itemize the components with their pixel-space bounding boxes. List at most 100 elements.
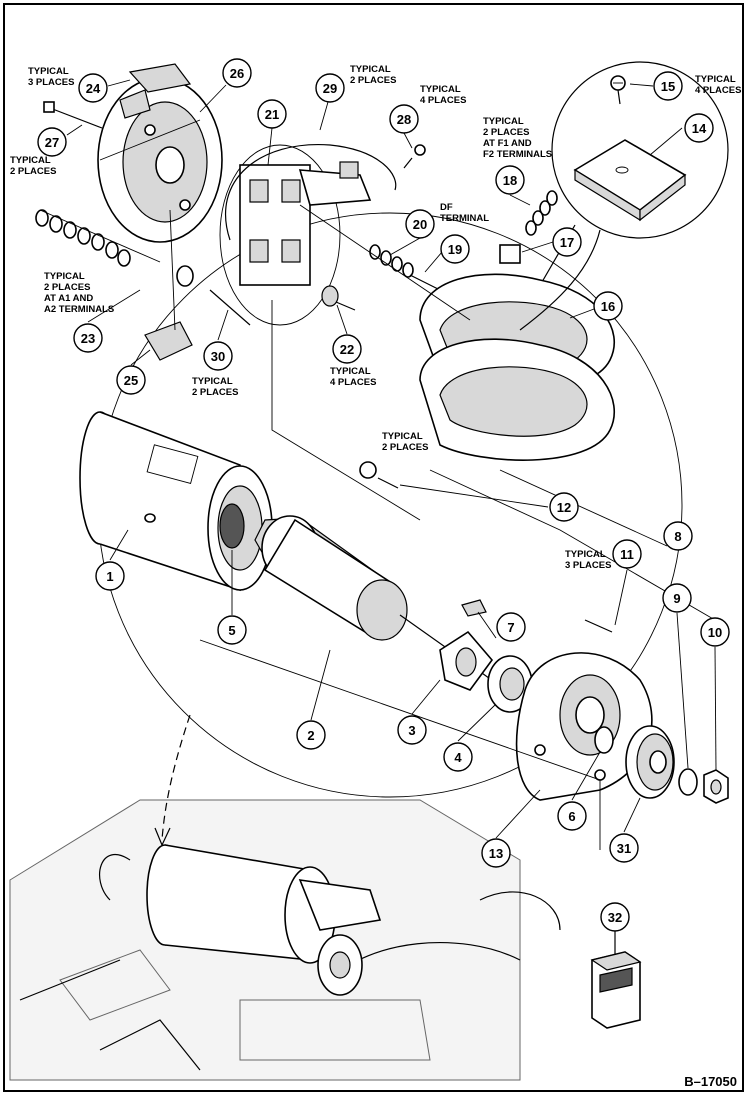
installed-motor xyxy=(99,844,382,996)
note-line: F2 TERMINALS xyxy=(483,149,552,160)
note-line: TYPICAL xyxy=(483,116,524,127)
callout-circle xyxy=(495,165,525,195)
callout-number: 1 xyxy=(106,569,113,584)
field-terminal-hardware xyxy=(499,190,558,264)
callout-13: 13 xyxy=(481,838,511,868)
callout-25: 25 xyxy=(116,365,146,395)
callout-circle xyxy=(37,127,67,157)
callout-circle xyxy=(496,612,526,642)
callout-number: 9 xyxy=(673,591,680,606)
note-line: AT A1 AND xyxy=(44,293,93,304)
callout-circle xyxy=(257,99,287,129)
callout-number: 31 xyxy=(617,841,631,856)
callout-circle xyxy=(662,583,692,613)
callout-circle xyxy=(95,561,125,591)
callout-number: 16 xyxy=(601,299,615,314)
field-coil-screws xyxy=(359,461,399,489)
shaft-key-part xyxy=(461,599,487,617)
callout-circle xyxy=(443,742,473,772)
callout-number: 26 xyxy=(230,66,244,81)
cover-screw-part xyxy=(610,75,626,105)
kit-box-part xyxy=(590,928,642,1029)
callout-3: 3 xyxy=(397,715,427,745)
callout-number: 14 xyxy=(692,121,707,136)
note-line: TYPICAL xyxy=(695,74,736,85)
callout-number: 25 xyxy=(124,373,138,388)
callout-number: 5 xyxy=(228,623,235,638)
callout-circle xyxy=(557,801,587,831)
callout-2: 2 xyxy=(296,720,326,750)
figure-id-label: B–17050 xyxy=(684,1074,737,1089)
callout-17: 17 xyxy=(552,227,582,257)
callout-circle xyxy=(217,615,247,645)
callout-30: 30 xyxy=(203,341,233,371)
rear-bearing-part xyxy=(487,655,533,713)
shaft-spacer-part xyxy=(594,726,614,754)
note-line: 2 PLACES xyxy=(192,387,238,398)
callout-number: 3 xyxy=(408,723,415,738)
front-bearing-part xyxy=(219,503,245,549)
callout-circle xyxy=(593,291,623,321)
callout-27: 27 xyxy=(37,127,67,157)
callout-circle xyxy=(549,492,579,522)
callout-number: 15 xyxy=(661,79,675,94)
field-lead-wire xyxy=(225,143,397,241)
callout-circle xyxy=(73,323,103,353)
leader-lines xyxy=(66,79,717,955)
callout-20: 20 xyxy=(405,209,435,239)
drive-pulley-part xyxy=(625,725,675,799)
installation-arrow xyxy=(161,714,191,841)
note-line: TYPICAL xyxy=(382,431,423,442)
terminal-washers-a xyxy=(35,209,131,267)
bearing-retainer-part xyxy=(439,630,494,691)
note-line: TYPICAL xyxy=(330,366,371,377)
callout-number: 4 xyxy=(454,750,462,765)
callout-14: 14 xyxy=(684,113,714,143)
callout-circle xyxy=(78,73,108,103)
detail-inset-circle xyxy=(551,61,729,239)
callout-circle xyxy=(612,539,642,569)
callout-number: 8 xyxy=(674,529,681,544)
callout-number: 18 xyxy=(503,173,517,188)
callout-circle xyxy=(315,73,345,103)
callout-number: 24 xyxy=(86,81,101,96)
callout-19: 19 xyxy=(440,234,470,264)
note-line: 2 PLACES xyxy=(350,75,396,86)
callout-number: 7 xyxy=(507,620,514,635)
callout-16: 16 xyxy=(593,291,623,321)
callout-number: 17 xyxy=(560,235,574,250)
callout-circle xyxy=(653,71,683,101)
note-line: 4 PLACES xyxy=(420,95,466,106)
terminal-bar-part xyxy=(298,169,372,206)
note-line: TYPICAL xyxy=(28,66,69,77)
callout-8: 8 xyxy=(663,521,693,551)
callout-9: 9 xyxy=(662,583,692,613)
callout-12: 12 xyxy=(549,492,579,522)
callout-22: 22 xyxy=(332,334,362,364)
note-line: TYPICAL xyxy=(44,271,85,282)
callout-number: 22 xyxy=(340,342,354,357)
callout-circle xyxy=(552,227,582,257)
pulley-washer-part xyxy=(678,768,698,796)
through-bolt-part xyxy=(43,101,103,129)
note-line: 2 PLACES xyxy=(483,127,529,138)
commutator-end-bracket xyxy=(97,77,223,243)
callout-number: 12 xyxy=(557,500,571,515)
note-line: TYPICAL xyxy=(10,155,51,166)
insulator-part xyxy=(144,321,193,361)
callout-number: 11 xyxy=(620,547,634,562)
callout-number: 20 xyxy=(413,217,427,232)
callout-number: 32 xyxy=(608,910,622,925)
df-terminal-hardware xyxy=(369,244,441,291)
callout-number: 10 xyxy=(708,625,722,640)
callout-circle xyxy=(222,58,252,88)
